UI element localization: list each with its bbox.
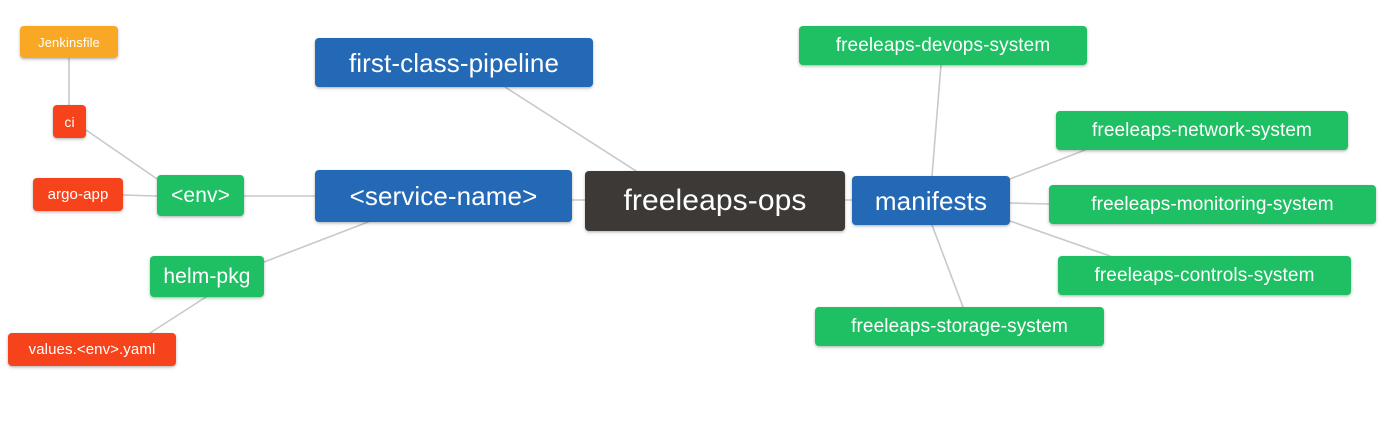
edge-manifests-to-devops-sys xyxy=(931,64,942,177)
edge-manifests-to-monitoring-sys xyxy=(1009,202,1050,205)
mindmap-node-manifests[interactable]: manifests xyxy=(852,176,1010,225)
edge-values-yaml-to-helm-pkg xyxy=(149,296,207,334)
mindmap-node-controls-sys[interactable]: freeleaps-controls-system xyxy=(1058,256,1351,295)
edge-manifests-to-storage-sys xyxy=(931,224,964,308)
mindmap-node-pipeline[interactable]: first-class-pipeline xyxy=(315,38,593,87)
mindmap-node-devops-sys[interactable]: freeleaps-devops-system xyxy=(799,26,1087,65)
mindmap-node-monitoring-sys[interactable]: freeleaps-monitoring-system xyxy=(1049,185,1376,224)
mindmap-node-ci[interactable]: ci xyxy=(53,105,86,138)
edge-manifests-to-controls-sys xyxy=(1009,220,1111,257)
edge-manifests-to-network-sys xyxy=(1009,149,1086,180)
edge-helm-pkg-to-service-name xyxy=(263,221,369,263)
mindmap-node-values-yaml[interactable]: values.<env>.yaml xyxy=(8,333,176,366)
mindmap-node-freeleaps-ops[interactable]: freeleaps-ops xyxy=(585,171,845,231)
mindmap-node-storage-sys[interactable]: freeleaps-storage-system xyxy=(815,307,1104,346)
edge-pipeline-to-freeleaps-ops xyxy=(504,86,637,172)
mindmap-node-argo-app[interactable]: argo-app xyxy=(33,178,123,211)
edge-ci-to-env xyxy=(85,129,161,182)
mindmap-node-service-name[interactable]: <service-name> xyxy=(315,170,572,222)
mindmap-node-helm-pkg[interactable]: helm-pkg xyxy=(150,256,264,297)
edge-argo-app-to-env xyxy=(122,194,158,197)
mindmap-node-jenkinsfile[interactable]: Jenkinsfile xyxy=(20,26,118,58)
mindmap-node-network-sys[interactable]: freeleaps-network-system xyxy=(1056,111,1348,150)
mindmap-node-env[interactable]: <env> xyxy=(157,175,244,216)
